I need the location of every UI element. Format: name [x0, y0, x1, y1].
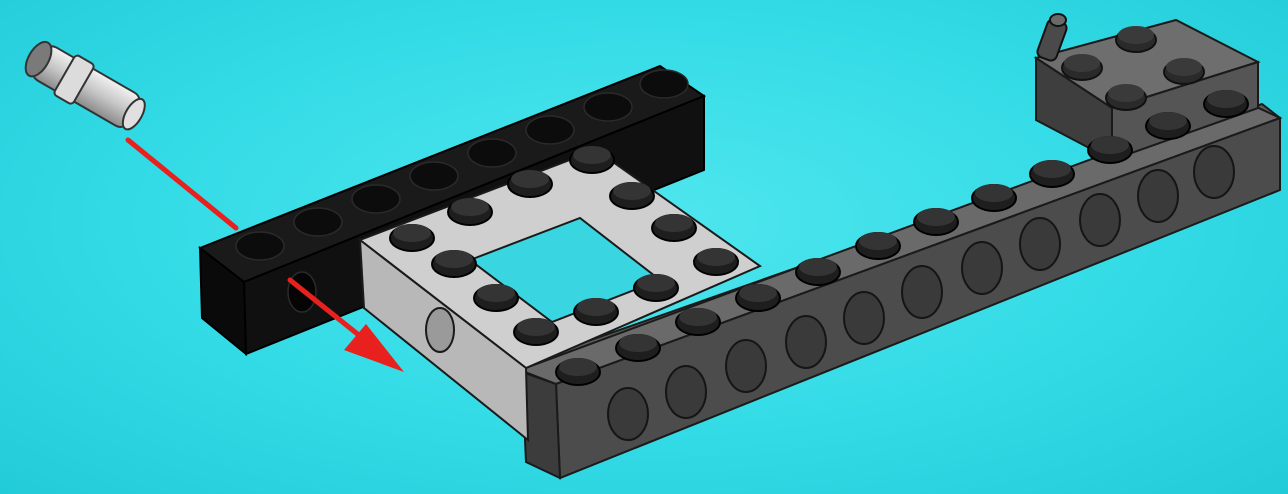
beam-holes: [608, 146, 1234, 440]
axle-pin: [18, 34, 152, 138]
